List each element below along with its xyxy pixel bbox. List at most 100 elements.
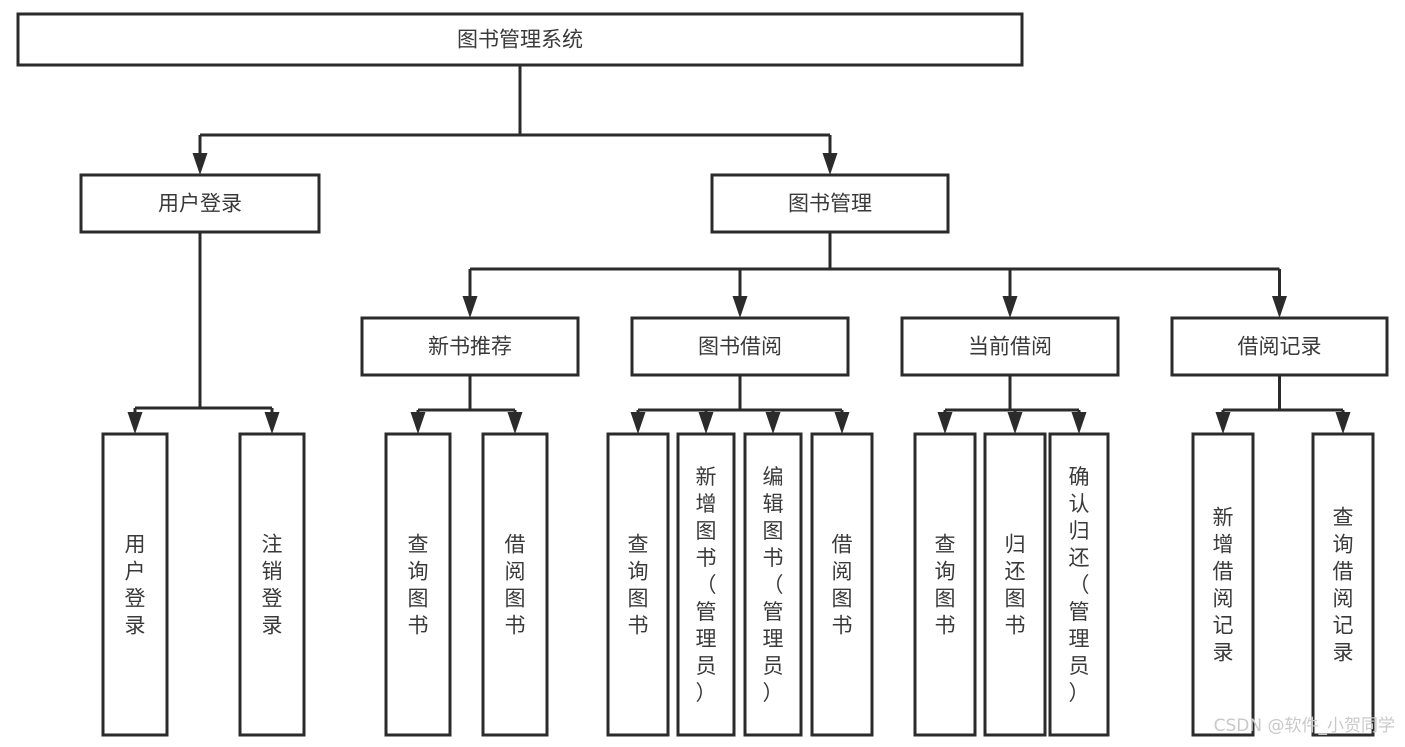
- node-leaf-borrow-book-rec-box[interactable]: [481, 432, 549, 737]
- node-user-login[interactable]: 用户登录: [79, 173, 321, 234]
- node-leaf-user-login-box[interactable]: [101, 432, 169, 737]
- node-current-borrow-label: 当前借阅: [968, 335, 1052, 359]
- conn-current-borrow-arrow-leaf-query-book-current: [937, 410, 953, 434]
- conn-new-book-recommend-arrow-leaf-borrow-book-rec: [507, 410, 523, 434]
- node-leaf-borrow-book-label: 借阅图书: [832, 533, 853, 638]
- conn-book-borrow-arrow-leaf-add-book-admin-head: [698, 412, 714, 434]
- conn-book-borrow-arrow-leaf-edit-book-admin: [765, 410, 781, 434]
- node-leaf-borrow-book[interactable]: 借阅图书: [810, 432, 874, 737]
- node-new-book-recommend-box[interactable]: [360, 316, 580, 377]
- node-book-borrow-box[interactable]: [630, 316, 850, 377]
- conn-root-arrow-book-management-head: [822, 153, 838, 175]
- node-borrow-record[interactable]: 借阅记录: [1170, 316, 1389, 377]
- node-book-management-label: 图书管理: [788, 192, 872, 216]
- conn-book-management-arrow-current-borrow-head: [1002, 296, 1018, 318]
- conn-current-borrow-arrow-leaf-confirm-return-admin-head: [1071, 412, 1087, 434]
- connector-layer: [127, 65, 1351, 434]
- node-new-book-recommend-label: 新书推荐: [428, 335, 512, 359]
- conn-user-login-arrow-leaf-logout: [264, 408, 280, 434]
- node-leaf-add-borrow-record-label: 新增借阅记录: [1213, 506, 1234, 665]
- node-leaf-add-borrow-record[interactable]: 新增借阅记录: [1191, 432, 1255, 737]
- node-new-book-recommend[interactable]: 新书推荐: [360, 316, 580, 377]
- conn-root-arrow-book-management: [822, 135, 838, 175]
- node-current-borrow[interactable]: 当前借阅: [900, 316, 1120, 377]
- node-leaf-logout[interactable]: 注销登录: [238, 432, 306, 737]
- node-borrow-record-label: 借阅记录: [1238, 335, 1322, 359]
- conn-book-management-arrow-new-book-recommend-head: [462, 296, 478, 318]
- node-leaf-edit-book-admin[interactable]: 编辑图书（管理员）: [743, 432, 803, 737]
- conn-borrow-record-arrow-leaf-query-borrow-record-head: [1335, 412, 1351, 434]
- node-leaf-query-borrow-record[interactable]: 查询借阅记录: [1311, 432, 1375, 737]
- node-leaf-borrow-book-rec[interactable]: 借阅图书: [481, 432, 549, 737]
- conn-root-arrow-user-login-head: [192, 153, 208, 175]
- conn-book-borrow-arrow-leaf-edit-book-admin-head: [765, 412, 781, 434]
- node-leaf-query-book-rec-box[interactable]: [384, 432, 452, 737]
- node-leaf-edit-book-admin-box[interactable]: [743, 432, 803, 737]
- conn-book-borrow-arrow-leaf-borrow-book: [834, 410, 850, 434]
- conn-user-login-arrow-leaf-logout-head: [264, 412, 280, 434]
- node-root-label: 图书管理系统: [457, 28, 583, 52]
- conn-book-management-arrow-book-borrow-head: [732, 296, 748, 318]
- node-leaf-return-book[interactable]: 归还图书: [983, 432, 1047, 737]
- node-leaf-query-book-borrow-label: 查询图书: [628, 533, 649, 638]
- conn-book-management-arrow-new-book-recommend: [462, 269, 478, 318]
- node-leaf-borrow-book-box[interactable]: [810, 432, 874, 737]
- node-leaf-query-borrow-record-box[interactable]: [1311, 432, 1375, 737]
- node-user-login-label: 用户登录: [158, 192, 242, 216]
- node-book-borrow[interactable]: 图书借阅: [630, 316, 850, 377]
- node-leaf-query-book-rec-label: 查询图书: [408, 533, 429, 638]
- node-root-box[interactable]: [16, 12, 1024, 67]
- watermark-label: CSDN @软件_小贺同学: [1214, 716, 1395, 736]
- node-borrow-record-box[interactable]: [1170, 316, 1389, 377]
- node-leaf-add-book-admin-box[interactable]: [676, 432, 736, 737]
- conn-book-borrow-arrow-leaf-add-book-admin: [698, 410, 714, 434]
- node-leaf-user-login-label: 用户登录: [125, 533, 146, 638]
- node-leaf-query-book-current[interactable]: 查询图书: [913, 432, 977, 737]
- node-current-borrow-box[interactable]: [900, 316, 1120, 377]
- node-leaf-return-book-label: 归还图书: [1005, 533, 1026, 638]
- node-leaf-query-book-borrow[interactable]: 查询图书: [606, 432, 670, 737]
- node-leaf-confirm-return-admin-label: 确认归还（管理员）: [1069, 465, 1090, 705]
- node-leaf-query-book-current-label: 查询图书: [935, 533, 956, 638]
- node-leaf-edit-book-admin-label: 编辑图书（管理员）: [763, 465, 784, 705]
- node-leaf-logout-box[interactable]: [238, 432, 306, 737]
- node-book-borrow-label: 图书借阅: [698, 335, 782, 359]
- node-leaf-add-book-admin[interactable]: 新增图书（管理员）: [676, 432, 736, 737]
- node-leaf-borrow-book-rec-label: 借阅图书: [505, 533, 526, 638]
- conn-new-book-recommend-arrow-leaf-query-book-rec: [410, 410, 426, 434]
- node-leaf-user-login[interactable]: 用户登录: [101, 432, 169, 737]
- conn-borrow-record-arrow-leaf-add-borrow-record-head: [1215, 412, 1231, 434]
- conn-book-management-arrow-borrow-record: [1272, 269, 1287, 318]
- node-leaf-query-book-current-box[interactable]: [913, 432, 977, 737]
- conn-borrow-record-arrow-leaf-query-borrow-record: [1335, 410, 1351, 434]
- node-root[interactable]: 图书管理系统: [16, 12, 1024, 67]
- node-layer: 图书管理系统用户登录图书管理新书推荐图书借阅当前借阅借阅记录用户登录注销登录查询…: [16, 12, 1389, 737]
- conn-current-borrow-arrow-leaf-query-book-current-head: [937, 412, 953, 434]
- conn-current-borrow-arrow-leaf-return-book: [1007, 410, 1023, 434]
- node-leaf-confirm-return-admin[interactable]: 确认归还（管理员）: [1048, 432, 1110, 737]
- node-leaf-add-borrow-record-box[interactable]: [1191, 432, 1255, 737]
- conn-book-borrow-arrow-leaf-query-book-borrow: [630, 410, 646, 434]
- conn-current-borrow-arrow-leaf-confirm-return-admin: [1071, 410, 1087, 434]
- node-leaf-query-borrow-record-label: 查询借阅记录: [1333, 506, 1354, 665]
- node-leaf-logout-label: 注销登录: [262, 533, 283, 638]
- conn-book-management-arrow-book-borrow: [732, 269, 748, 318]
- node-user-login-box[interactable]: [79, 173, 321, 234]
- conn-current-borrow-arrow-leaf-return-book-head: [1007, 412, 1023, 434]
- conn-user-login-arrow-leaf-user-login-head: [127, 412, 143, 434]
- node-book-management-box[interactable]: [710, 173, 950, 234]
- conn-new-book-recommend-arrow-leaf-query-book-rec-head: [410, 412, 426, 434]
- node-leaf-return-book-box[interactable]: [983, 432, 1047, 737]
- node-leaf-confirm-return-admin-box[interactable]: [1048, 432, 1110, 737]
- node-leaf-add-book-admin-label: 新增图书（管理员）: [696, 465, 717, 705]
- conn-new-book-recommend-arrow-leaf-borrow-book-rec-head: [507, 412, 523, 434]
- conn-book-management-arrow-current-borrow: [1002, 269, 1018, 318]
- node-book-management[interactable]: 图书管理: [710, 173, 950, 234]
- conn-borrow-record-arrow-leaf-add-borrow-record: [1215, 410, 1231, 434]
- node-leaf-query-book-borrow-box[interactable]: [606, 432, 670, 737]
- node-leaf-query-book-rec[interactable]: 查询图书: [384, 432, 452, 737]
- conn-user-login-arrow-leaf-user-login: [127, 408, 143, 434]
- conn-root-arrow-user-login: [192, 135, 208, 175]
- conn-book-borrow-arrow-leaf-query-book-borrow-head: [630, 412, 646, 434]
